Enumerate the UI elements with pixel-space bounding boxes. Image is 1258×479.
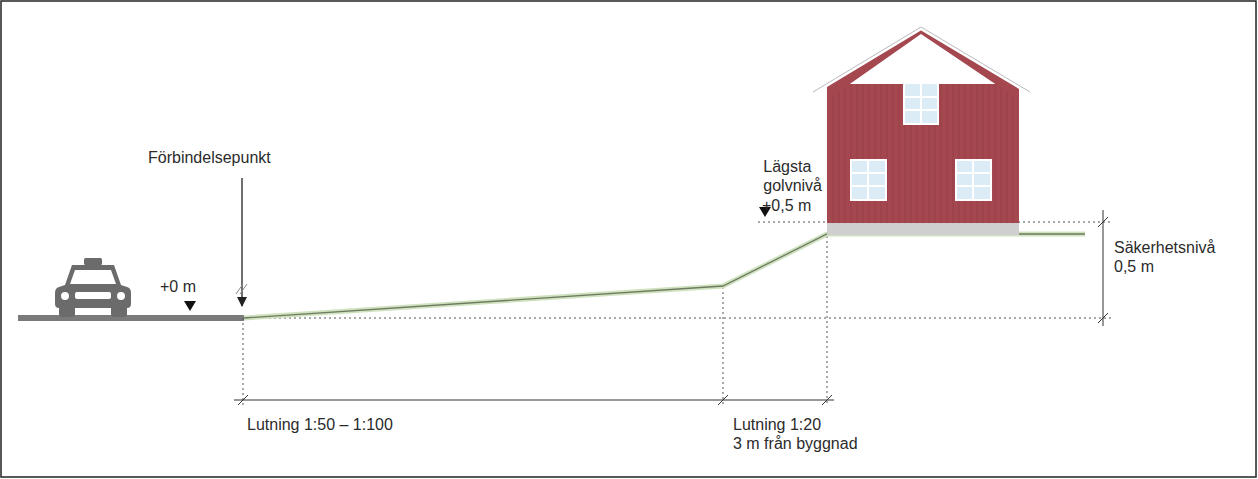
label-line: golvnivå [763, 176, 822, 195]
dimension-label: Säkerhetsnivå 0,5 m [1114, 238, 1215, 276]
connection-arrow [236, 178, 247, 306]
label-line: 3 m från byggnad [733, 434, 858, 453]
reference-lines [243, 222, 1112, 406]
connection-label: Förbindelsepunkt [148, 148, 271, 167]
slope-label: Lutning 1:50 – 1:100 [247, 415, 393, 434]
length-dimension [234, 395, 834, 405]
label-line: Förbindelsepunkt [148, 148, 271, 167]
car-icon [55, 258, 131, 317]
level-marker [184, 301, 196, 311]
road [18, 315, 244, 321]
label-line: +0 m [160, 277, 196, 296]
height-dimension [1098, 210, 1108, 326]
label-line: +0,5 m [762, 196, 811, 215]
house [813, 27, 1030, 235]
slope-label: Lutning 1:20 3 m från byggnad [733, 415, 858, 453]
label-line: Lutning 1:20 [733, 415, 858, 434]
label-line: Säkerhetsnivå [1114, 238, 1215, 257]
level-label: +0,5 m [762, 196, 811, 215]
label-line: Lägsta [763, 157, 822, 176]
ground-slope [244, 234, 1085, 318]
floor-level-label: Lägsta golvnivå [763, 157, 822, 195]
label-line: Lutning 1:50 – 1:100 [247, 415, 393, 434]
label-line: 0,5 m [1114, 257, 1215, 276]
level-label: +0 m [160, 277, 196, 296]
